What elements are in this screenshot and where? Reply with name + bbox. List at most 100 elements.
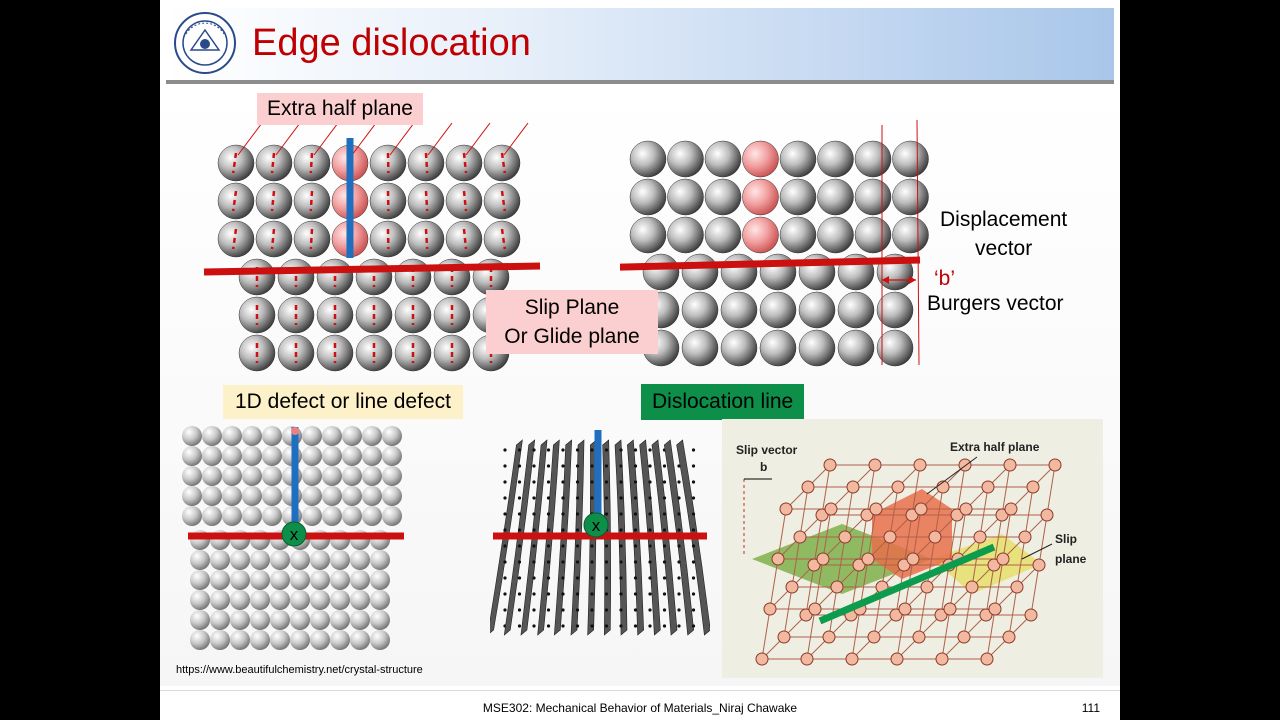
- dislocation-line-label: Dislocation line: [641, 384, 805, 420]
- atom-plane-trace: [462, 228, 468, 250]
- slip-vector-b-label: b: [760, 460, 767, 474]
- lattice-node: [914, 502, 928, 516]
- lattice-bond: [934, 486, 944, 538]
- lattice-bond: [814, 558, 824, 610]
- plane-atom: [546, 608, 551, 612]
- lattice-bond: [844, 486, 854, 538]
- plane-atom: [604, 496, 609, 500]
- plane-atom: [619, 480, 623, 484]
- atom-plane-trace: [500, 190, 507, 212]
- lattice-node: [763, 602, 777, 616]
- slip-vector-label: Slip vector: [736, 443, 798, 457]
- lattice-node: [807, 558, 821, 572]
- plane-atom: [604, 464, 609, 468]
- plane-atom: [648, 624, 652, 628]
- lattice-bond: [911, 464, 921, 516]
- lattice-node: [800, 652, 814, 666]
- plane-atom: [575, 608, 580, 612]
- crystal-atom: [370, 550, 390, 570]
- plane-atom: [691, 560, 696, 564]
- lattice-bond: [1030, 564, 1040, 616]
- crystal-atom: [262, 426, 282, 446]
- crystal-atom: [342, 486, 362, 506]
- dislocation-core-x: x: [290, 525, 299, 544]
- plane-atom: [590, 624, 594, 628]
- lattice-node: [771, 552, 785, 566]
- plane-atom: [662, 464, 667, 468]
- lattice-node: [777, 630, 791, 644]
- plane-atom: [619, 512, 623, 516]
- plane-atom: [590, 576, 594, 580]
- b-label: ‘b’: [934, 267, 956, 290]
- plane-atom: [503, 560, 507, 564]
- plane-atom: [619, 624, 623, 628]
- lattice-node: [838, 530, 852, 544]
- crystal-atom: [262, 486, 282, 506]
- plane-atom: [691, 544, 696, 548]
- crystal-atom: [290, 630, 310, 650]
- crystal-atom: [222, 506, 242, 526]
- crystal-atom: [302, 486, 322, 506]
- lattice-bond: [836, 536, 846, 588]
- plane-atom: [677, 544, 681, 548]
- atom-plane-trace: [309, 152, 314, 174]
- lattice-atom: [704, 178, 742, 216]
- slip-plane-line2: Or Glide plane: [504, 325, 640, 348]
- plane-atom: [691, 496, 696, 500]
- lattice-atom: [817, 216, 854, 254]
- lattice-atom: [892, 178, 929, 216]
- slide-footer: MSE302: Mechanical Behavior of Materials…: [160, 690, 1120, 720]
- lattice-node: [869, 502, 883, 516]
- lattice-atom: [854, 140, 892, 178]
- atom-plane-trace: [270, 152, 276, 174]
- lattice-bond: [821, 464, 831, 516]
- plane-atom: [648, 608, 652, 612]
- plane-atom: [503, 464, 507, 468]
- lattice-node: [815, 508, 829, 522]
- plane-atom: [561, 464, 565, 468]
- slide-header: Edge dislocation: [166, 8, 1114, 84]
- lattice-atom: [704, 216, 742, 254]
- lattice-bond: [940, 564, 950, 616]
- lattice-atom: [720, 291, 758, 329]
- plane-atom: [648, 464, 652, 468]
- crystal-atom: [242, 466, 262, 486]
- extra-half-plane-3d-label: Extra half plane: [950, 440, 1040, 454]
- footer-course-text: MSE302: Mechanical Behavior of Materials…: [482, 701, 798, 715]
- slide-title: Edge dislocation: [252, 22, 531, 64]
- lattice-atom: [854, 178, 892, 216]
- crystal-atom: [350, 630, 370, 650]
- lattice-bond: [979, 486, 989, 538]
- lattice-bond: [948, 514, 958, 566]
- lattice-node: [861, 552, 875, 566]
- lattice-node: [957, 630, 971, 644]
- slip-plane-line: [620, 256, 921, 271]
- slip-plane-line1: Slip Plane: [524, 296, 620, 319]
- crystal-atom: [210, 570, 230, 590]
- crystal-atom: [210, 630, 230, 650]
- burgers-circuit-line: [916, 120, 920, 366]
- lattice-node: [883, 530, 897, 544]
- plane-atom: [590, 496, 594, 500]
- crystal-atom: [350, 590, 370, 610]
- crystal-atom: [362, 466, 382, 486]
- crystal-atom: [222, 466, 242, 486]
- plane-atom: [561, 560, 565, 564]
- extra-half-plane-label: Extra half plane: [257, 93, 423, 125]
- crystal-atom: [270, 630, 290, 650]
- lattice-node: [1003, 458, 1017, 472]
- plane-atom: [590, 608, 594, 612]
- plane-atom: [648, 480, 652, 484]
- plane-atom: [575, 544, 580, 548]
- plane-guide-line: [427, 122, 453, 156]
- lattice-node: [845, 652, 859, 666]
- lattice-node: [1040, 508, 1054, 522]
- lattice-node: [755, 652, 769, 666]
- plane-atom: [619, 592, 623, 596]
- lattice-node: [950, 508, 964, 522]
- atom-plane-trace: [424, 152, 429, 174]
- displacement-vector-label: Displacement vector: [940, 205, 1067, 263]
- plane-atom: [590, 448, 594, 452]
- crystal-atom: [382, 506, 402, 526]
- atom-plane-trace: [309, 228, 314, 250]
